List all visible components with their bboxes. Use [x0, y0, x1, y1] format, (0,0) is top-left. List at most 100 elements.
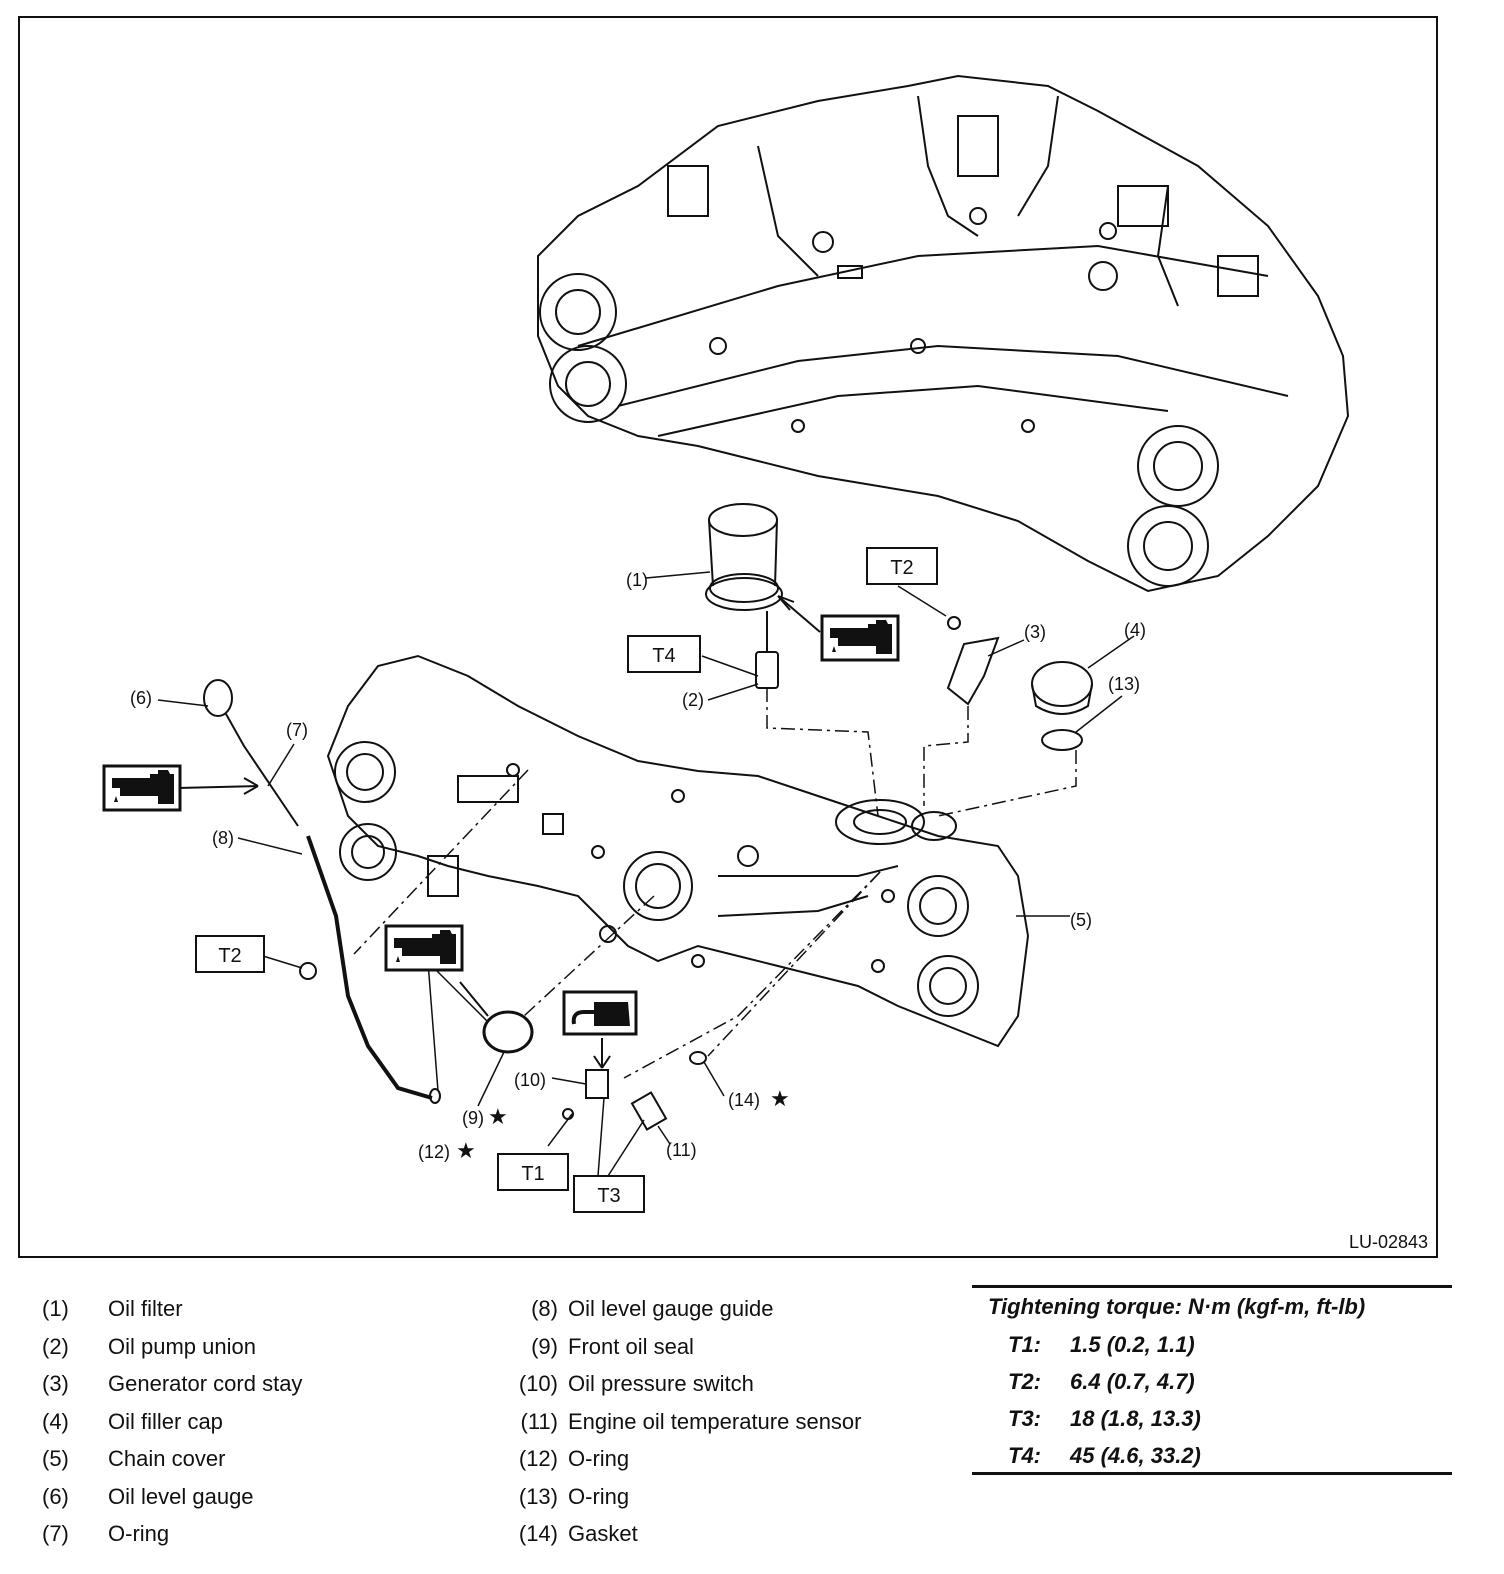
torque-value: 18 (1.8, 13.3): [1070, 1406, 1201, 1431]
generator-cord-stay: [946, 636, 1000, 706]
legend-item: (6) Oil level gauge: [0, 1478, 480, 1516]
torque-tag-t4: T4: [627, 635, 701, 673]
star-icon: ★: [488, 1104, 508, 1129]
bolt-t2-left: [299, 962, 317, 980]
legend-name: Oil pressure switch: [568, 1371, 754, 1396]
legend-name: Front oil seal: [568, 1333, 694, 1359]
callout-2: (2): [682, 690, 704, 710]
oil-can-icon: [384, 924, 464, 972]
cylinder-block-upper: [537, 74, 1350, 593]
legend-num: (9): [531, 1333, 558, 1359]
torque-value: 6.4 (0.7, 4.7): [1070, 1369, 1195, 1394]
legend-item: (4) Oil filler cap: [0, 1403, 480, 1441]
torque-row: T4: 45 (4.6, 33.2): [1008, 1443, 1201, 1469]
callout-1: (1): [626, 570, 648, 590]
callout-7: (7): [286, 720, 308, 740]
assembly-lines: [353, 688, 1077, 1079]
oil-can-icon: [820, 614, 900, 662]
legend-name: Oil level gauge guide: [568, 1296, 774, 1321]
legend-num: (4): [42, 1408, 69, 1434]
legend-item: (9) Front oil seal: [494, 1328, 954, 1366]
torque-table-title: Tightening torque: N·m (kgf-m, ft-lb): [988, 1294, 1366, 1319]
legend-num: (5): [42, 1446, 69, 1471]
legend-left: (1) Oil filter (2) Oil pump union (3)Gener…: [0, 1290, 480, 1553]
callout-6: (6): [130, 688, 152, 708]
legend-item: (2) Oil pump union: [0, 1328, 480, 1366]
front-oil-seal: [482, 1010, 534, 1054]
svg-text:T4: T4: [652, 645, 675, 667]
legend-num: (12): [518, 1446, 558, 1471]
leader-lines: [157, 571, 1135, 1177]
torque-row: T3: 18 (1.8, 13.3): [1008, 1406, 1201, 1432]
svg-text:T3: T3: [597, 1185, 620, 1207]
legend-num: (8): [531, 1296, 558, 1321]
torque-key: T1:: [1008, 1332, 1041, 1357]
oil-can-icon: [102, 764, 182, 812]
callout-4: (4): [1124, 620, 1146, 640]
o-ring-12: [429, 1088, 441, 1104]
torque-key: T4:: [1008, 1443, 1041, 1468]
legend-name: Oil filler cap: [108, 1408, 223, 1434]
svg-text:T2: T2: [890, 557, 913, 579]
callout-9: (9): [462, 1108, 484, 1128]
torque-key: T2:: [1008, 1369, 1041, 1394]
callout-5: (5): [1070, 910, 1092, 930]
legend-num: (14): [518, 1521, 558, 1546]
legend-name: Oil pump union: [108, 1333, 256, 1359]
legend-num: (2): [42, 1333, 69, 1359]
exploded-view-diagram: T4 T2 T2 T1 T3 (1) (2) (3) (4) (5) (6) (…: [102, 74, 1428, 1252]
legend-item: (14) Gasket: [494, 1515, 954, 1553]
torque-value: 45 (4.6, 33.2): [1070, 1443, 1201, 1468]
torque-tag-t3: T3: [573, 1175, 645, 1213]
legend-name: Oil filter: [108, 1296, 183, 1321]
legend-num: (11): [520, 1408, 559, 1434]
application-arrows: [177, 595, 821, 1069]
oil-pressure-switch: [585, 1069, 609, 1099]
gasket-14: [689, 1051, 707, 1065]
legend-num: (13): [518, 1483, 558, 1509]
legend-num: (7): [42, 1521, 69, 1546]
legend-item: (12)O-ring: [494, 1440, 954, 1478]
legend-name: O-ring: [568, 1483, 630, 1509]
callout-3: (3): [1024, 622, 1046, 642]
svg-text:T2: T2: [218, 945, 241, 967]
legend-name: Generator cord stay: [108, 1371, 303, 1396]
diagram-frame: [18, 16, 1438, 1258]
torque-tag-t2-top: T2: [866, 547, 938, 585]
torque-tag-t1: T1: [497, 1153, 569, 1191]
legend-name: Gasket: [568, 1521, 638, 1546]
oil-level-gauge-guide: [306, 835, 433, 1100]
torque-row: T1: 1.5 (0.2, 1.1): [1008, 1332, 1195, 1358]
legend-name: Chain cover: [108, 1446, 226, 1471]
torque-key: T3:: [1008, 1406, 1041, 1431]
legend-num: (1): [42, 1296, 69, 1321]
callout-8: (8): [212, 828, 234, 848]
legend-name: Oil level gauge: [108, 1483, 254, 1509]
legend-num: (10): [518, 1371, 558, 1396]
legend-item: (3)Generator cord stay: [0, 1365, 480, 1403]
callout-14: (14): [728, 1090, 760, 1110]
torque-tag-t2-left: T2: [195, 935, 265, 973]
torque-row: T2: 6.4 (0.7, 4.7): [1008, 1369, 1195, 1395]
oil-level-gauge: [203, 679, 299, 827]
svg-text:T1: T1: [521, 1163, 544, 1185]
figure-id: LU-02843: [1349, 1232, 1428, 1252]
callout-13: (13): [1108, 674, 1140, 694]
legend-num: (6): [42, 1483, 69, 1509]
legend-name: Engine oil temperature sensor: [568, 1408, 862, 1434]
oil-filter: [705, 503, 783, 611]
star-icon: ★: [456, 1138, 476, 1163]
legend-item: (13) O-ring: [494, 1478, 954, 1516]
legend-item: (5) Chain cover: [0, 1440, 480, 1478]
legend-item: (10) Oil pressure switch: [494, 1365, 954, 1403]
o-ring-13: [1041, 729, 1083, 751]
oil-filler-cap: [1031, 661, 1093, 715]
oil-pump-union: [755, 611, 779, 689]
legend-item: (11) Engine oil temperature sensor: [494, 1403, 954, 1441]
callout-10: (10): [514, 1070, 546, 1090]
legend-item: (7)O-ring: [0, 1515, 480, 1553]
callout-11: (11): [666, 1140, 697, 1160]
torque-value: 1.5 (0.2, 1.1): [1070, 1332, 1195, 1357]
star-icon: ★: [770, 1086, 790, 1111]
legend-item: (1) Oil filter: [0, 1290, 480, 1328]
